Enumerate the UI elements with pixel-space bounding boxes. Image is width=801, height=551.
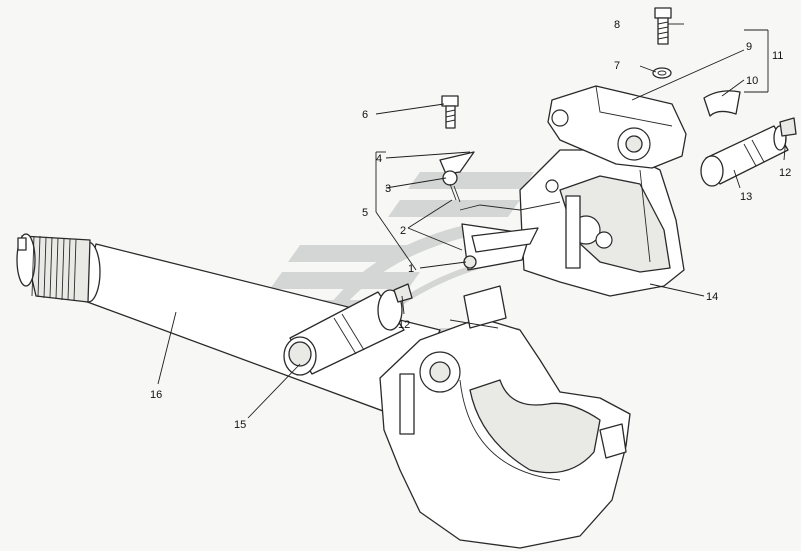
bolt-6 bbox=[441, 95, 459, 129]
callout-14: 14 bbox=[706, 291, 718, 303]
nipple-12-right bbox=[779, 117, 797, 137]
callout-5: 5 bbox=[362, 207, 368, 219]
latch-1 bbox=[459, 201, 561, 271]
retainer-4 bbox=[439, 151, 475, 175]
washer-7 bbox=[652, 67, 672, 79]
bolt-8 bbox=[654, 7, 672, 45]
pin-15 bbox=[283, 289, 405, 376]
clip-10 bbox=[703, 90, 741, 117]
callout-6: 6 bbox=[362, 109, 368, 121]
shaft-16 bbox=[16, 233, 441, 419]
callout-3: 3 bbox=[385, 183, 391, 195]
spring-pin-3 bbox=[442, 170, 461, 203]
callout-2: 2 bbox=[400, 225, 406, 237]
nipple-12-left bbox=[393, 283, 413, 303]
leader-lines bbox=[157, 23, 787, 419]
callout-labels: 1 2 3 4 5 6 7 8 9 10 11 12 12 13 14 15 1… bbox=[150, 19, 791, 431]
callout-8: 8 bbox=[614, 19, 620, 31]
callout-9: 9 bbox=[746, 41, 752, 53]
callout-1: 1 bbox=[408, 263, 414, 275]
callout-10: 10 bbox=[746, 75, 758, 87]
cross-member-9 bbox=[547, 85, 687, 169]
callout-16: 16 bbox=[150, 389, 162, 401]
callout-11: 11 bbox=[772, 50, 783, 62]
hook-body bbox=[379, 285, 631, 549]
housing-14 bbox=[519, 149, 685, 297]
sleeve-13 bbox=[700, 125, 789, 187]
callout-12-left: 12 bbox=[398, 319, 410, 331]
callout-7: 7 bbox=[614, 60, 620, 72]
callout-4: 4 bbox=[376, 153, 382, 165]
callout-12-right: 12 bbox=[779, 167, 791, 179]
callout-15: 15 bbox=[234, 419, 246, 431]
callout-13: 13 bbox=[740, 191, 752, 203]
